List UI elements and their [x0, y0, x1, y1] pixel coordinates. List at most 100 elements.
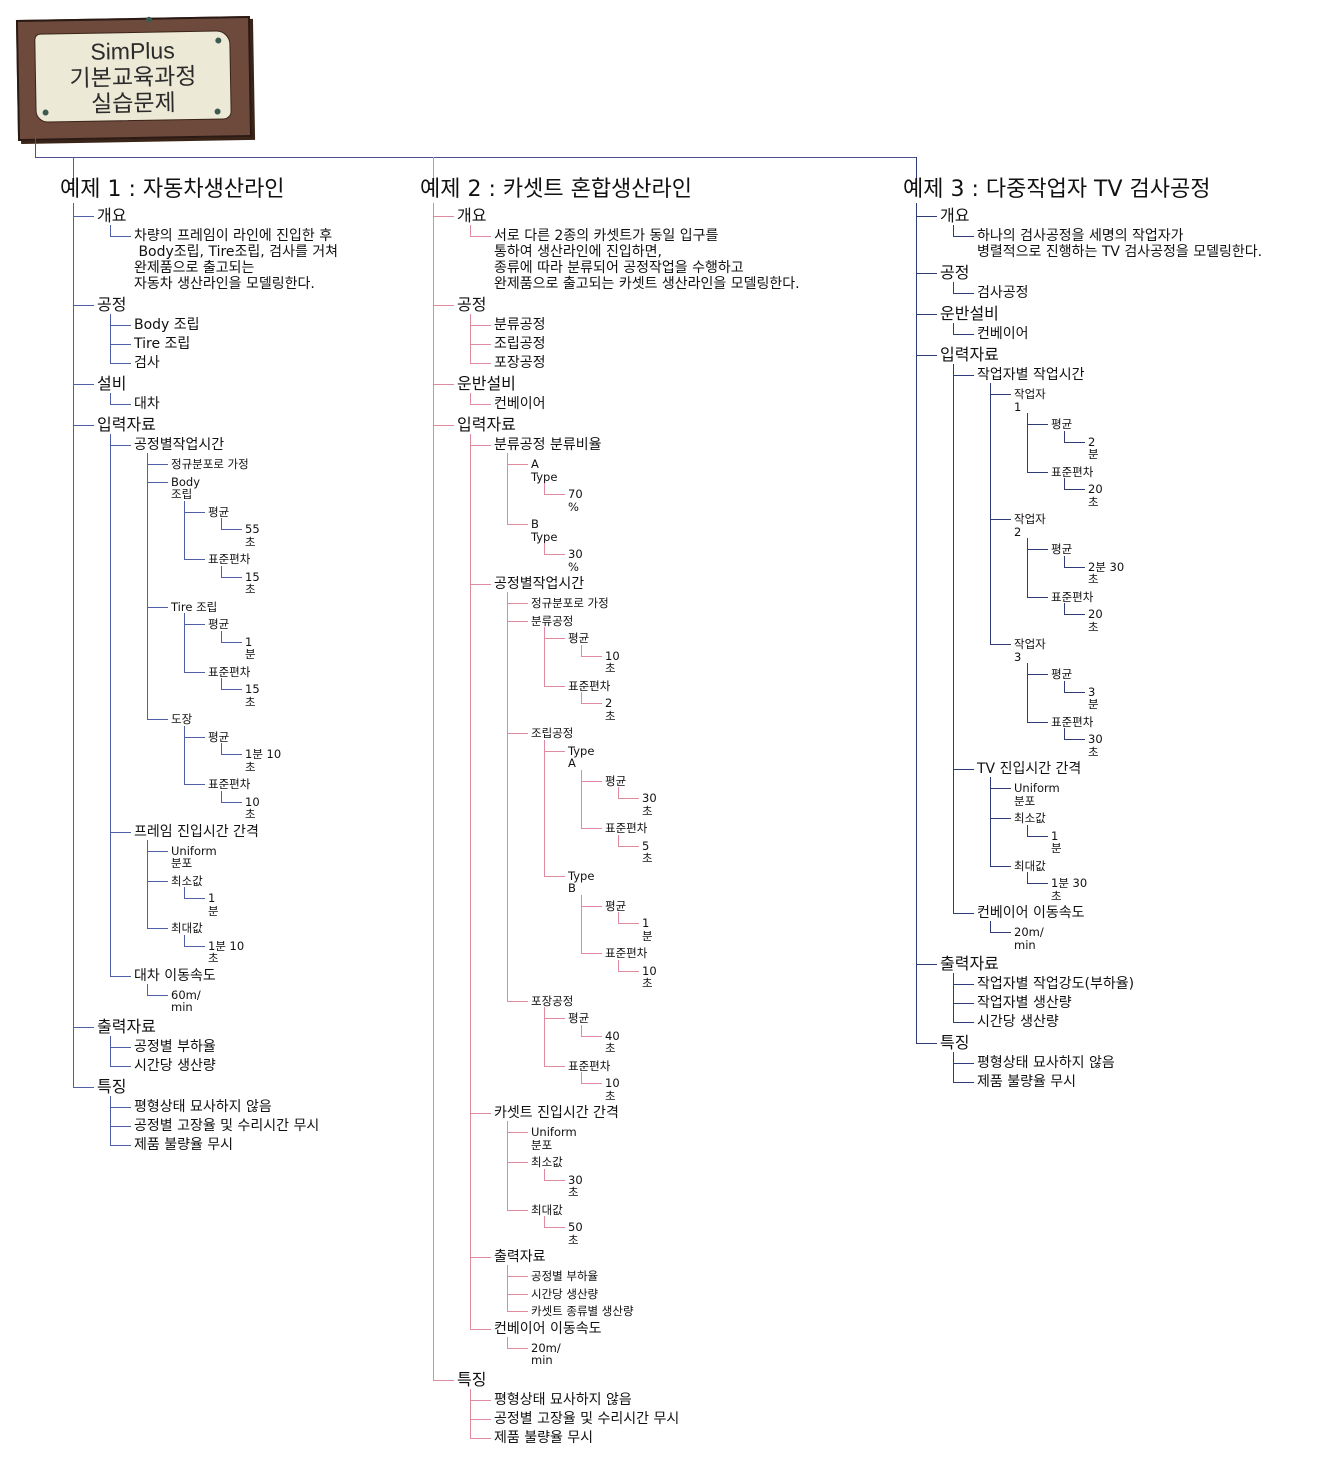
nail-icon [145, 16, 153, 23]
node-label: 1분 10 초 [245, 747, 282, 774]
node-label: 설비 [97, 374, 127, 393]
tree-leaf-node: 30 초 [618, 787, 800, 817]
node-label: 1 분 [208, 891, 219, 918]
tree-children: 10 초 [581, 1072, 800, 1102]
node-label: 평균 [208, 729, 230, 744]
tree-children: 2분 30 초 [1064, 555, 1262, 586]
node-label: 작업자 2 [1014, 512, 1046, 539]
tree-children: 20 초 [1064, 478, 1262, 508]
tree-children: 1 분 [184, 887, 338, 917]
tree-leaf-node: Uniform 분포 [147, 839, 338, 870]
node-label: 정규분포로 가정 [171, 457, 249, 471]
node-label: 검사공정 [977, 285, 1029, 301]
tree-leaf-node: 시간당 생산량 [953, 1011, 1262, 1030]
tree-leaf-node: 서로 다른 2종의 카셋트가 동일 입구를 통하여 생산라인에 진입하면, 종류… [470, 225, 800, 292]
example-heading: 예제 3 : 다중작업자 TV 검사공정 [903, 177, 1211, 202]
node-label: 카셋트 진입시간 간격 [494, 1105, 619, 1121]
tree-children: 하나의 검사공정을 세명의 작업자가 병렬적으로 진행하는 TV 검사공정을 모… [953, 225, 1262, 260]
node-label: 2분 30 초 [1088, 559, 1125, 586]
tree-children: 55 초 [221, 518, 338, 548]
tree-children: 1분 10 초 [221, 743, 338, 773]
node-label: 출력자료 [494, 1249, 546, 1265]
tree-branch-node: 평균 1분 10 초 [184, 725, 338, 774]
node-label: 차량의 프레임이 라인에 진입한 후 Body조립, Tire조립, 검사를 거… [134, 228, 339, 292]
tree-leaf-node: 2분 30 초 [1064, 555, 1262, 586]
node-label: 작업자 1 [1014, 387, 1046, 414]
tree-children: 20 초 [1064, 603, 1262, 633]
column-connector [433, 157, 434, 195]
node-label: 최대값 [171, 921, 203, 935]
tree-leaf-node: Uniform 분포 [990, 777, 1262, 807]
node-label: 시간당 생산량 [977, 1014, 1059, 1030]
sign-subtitle: 기본교육과정 [69, 62, 197, 91]
node-label: 30 초 [568, 1172, 583, 1199]
tree-children: 3 분 [1064, 680, 1262, 711]
tree-leaf-node: 70 % [544, 483, 800, 513]
tree-leaf-node: 하나의 검사공정을 세명의 작업자가 병렬적으로 진행하는 TV 검사공정을 모… [953, 225, 1262, 260]
example-heading: 예제 2 : 카셋트 혼합생산라인 [420, 177, 693, 202]
node-label: 작업자 3 [1014, 637, 1046, 664]
tree-leaf-node: 컨베이어 [470, 393, 800, 412]
node-label: 대차 [134, 396, 160, 412]
node-label: 평형상태 묘사하지 않음 [977, 1055, 1115, 1071]
tree-children: 5 초 [618, 834, 800, 865]
node-label: Type A [568, 743, 595, 770]
node-label: 공정별작업시간 [134, 437, 225, 453]
node-label: 30 초 [1088, 732, 1103, 759]
node-label: 카셋트 종류별 생산량 [531, 1304, 634, 1318]
node-label: 평균 [568, 1011, 590, 1025]
tree-children: 2 초 [581, 692, 800, 722]
node-label: Uniform 분포 [531, 1125, 577, 1152]
node-label: 운반설비 [940, 304, 999, 323]
node-label: Tire 조립 [134, 336, 191, 352]
node-label: 조립공정 [531, 726, 574, 740]
tree-children: 50 초 [544, 1216, 800, 1246]
node-label: 60m/ min [171, 987, 201, 1014]
node-label: 작업자별 작업시간 [977, 367, 1085, 383]
node-label: 평균 [1051, 417, 1073, 431]
tree-leaf-node: 평형상태 묘사하지 않음 [953, 1052, 1262, 1071]
tree-leaf-node: 포장공정 [470, 352, 800, 371]
node-label: 표준편차 [1051, 714, 1094, 729]
tree-leaf-node: 40 초 [581, 1024, 800, 1055]
node-label: 정규분포로 가정 [531, 596, 609, 610]
node-label: 10 초 [245, 794, 260, 821]
tree-leaf-node: 5 초 [618, 834, 800, 865]
tree-leaf-node: 15 초 [221, 678, 338, 708]
